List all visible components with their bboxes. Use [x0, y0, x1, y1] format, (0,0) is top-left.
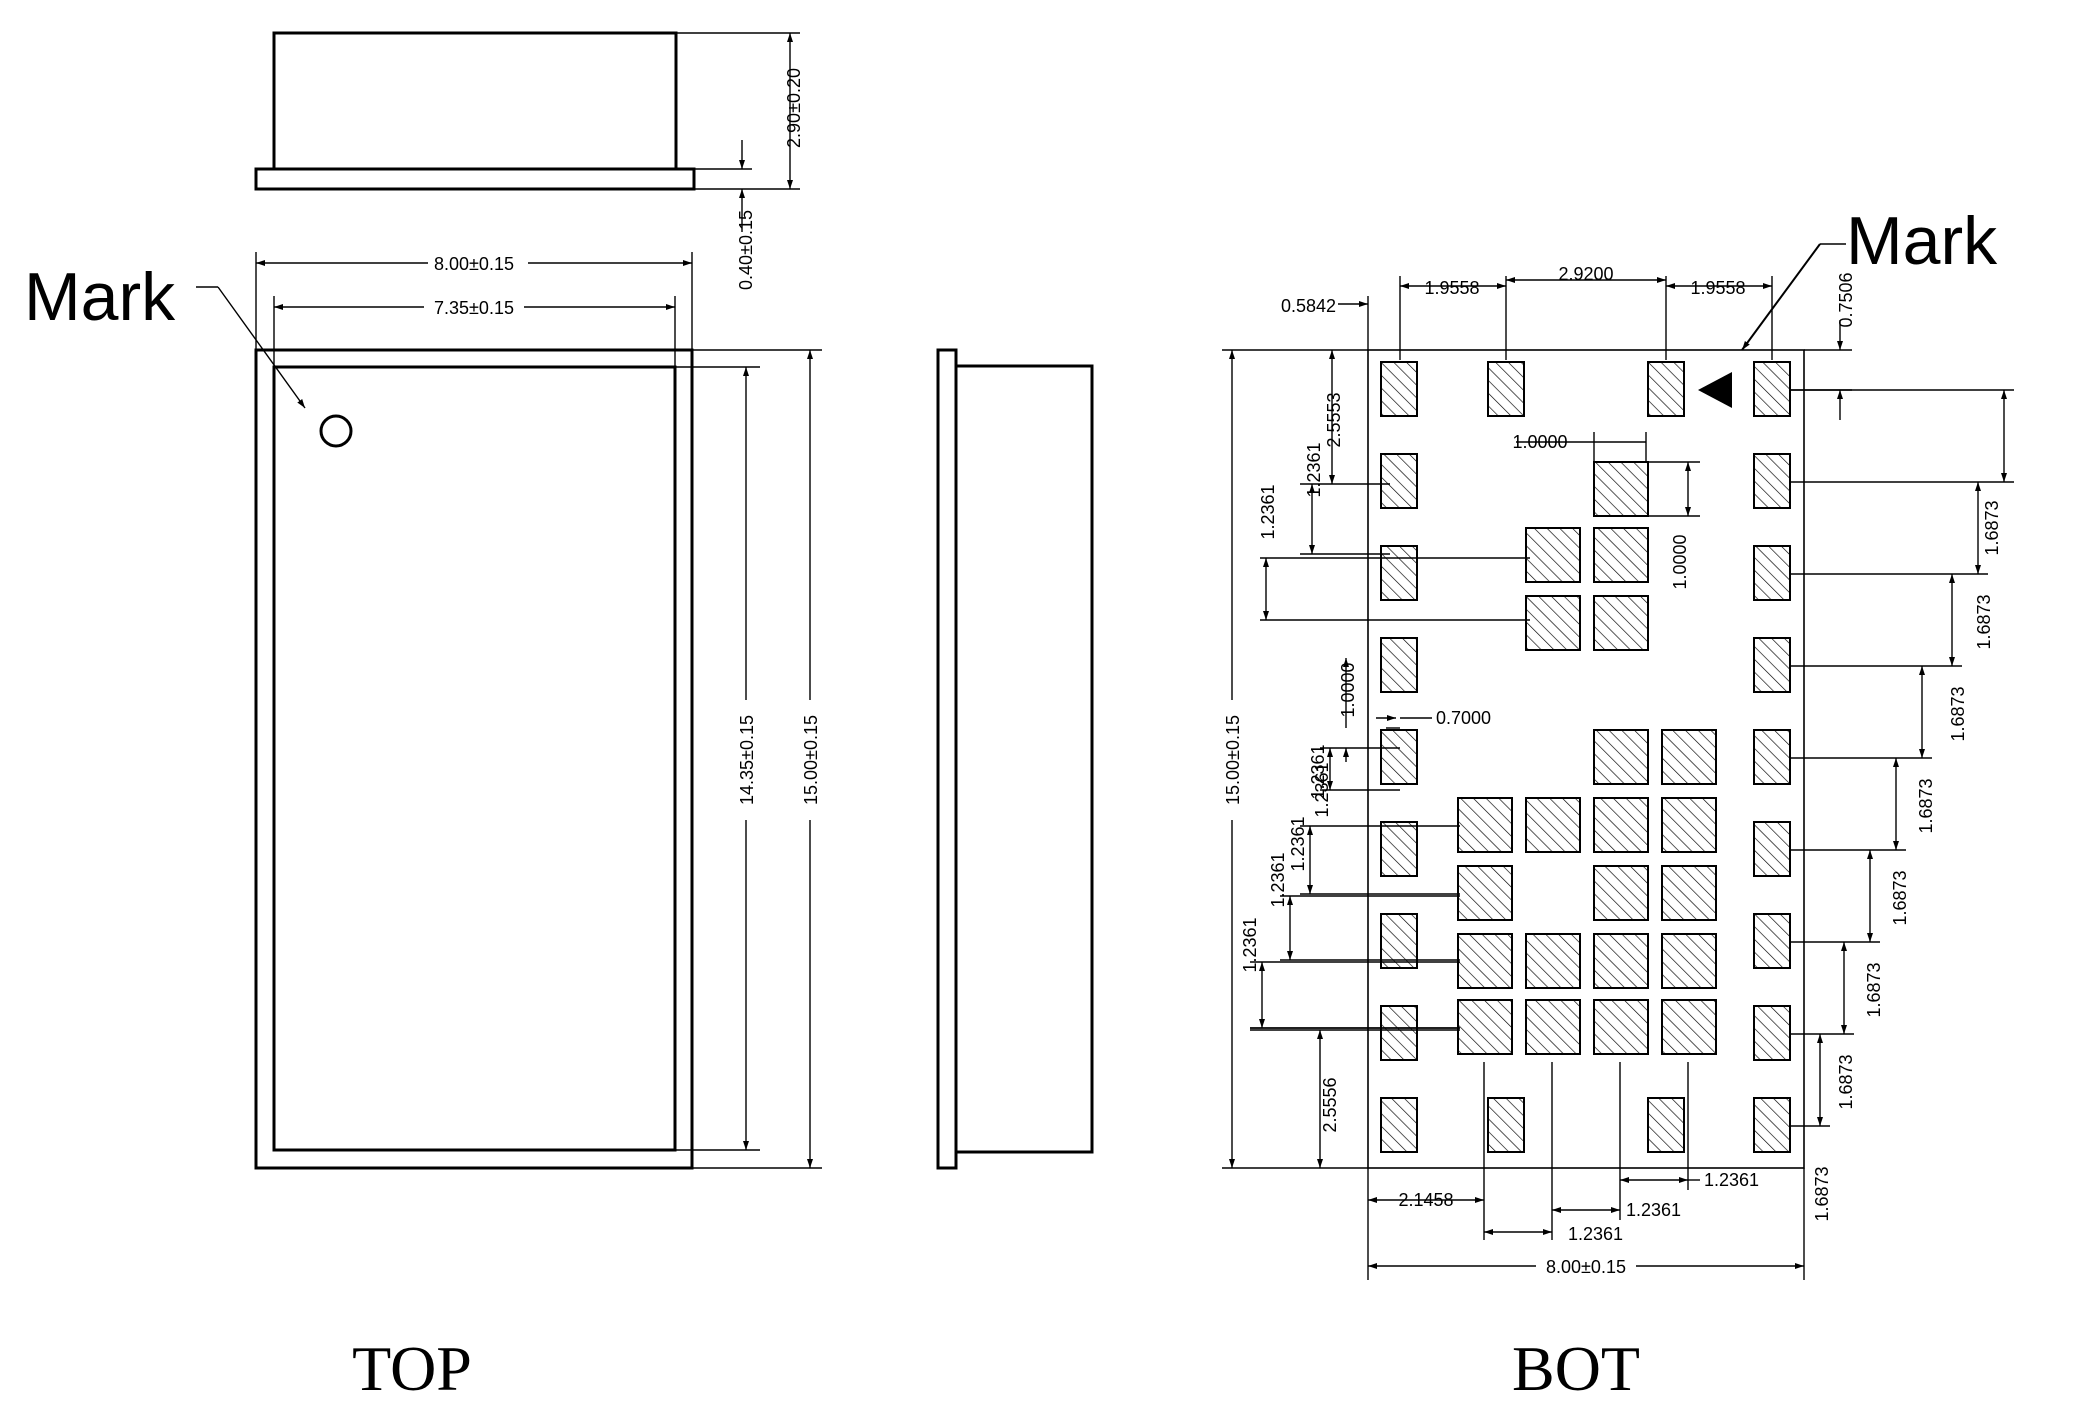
dim-right-pitch-6: 1.6873: [1864, 962, 1884, 1017]
dim-pitch-center: 2.9200: [1558, 264, 1613, 284]
center-pad: [1593, 933, 1649, 989]
center-pad: [1661, 729, 1717, 785]
dim-row-pitch-2: 1.2361: [1258, 484, 1278, 539]
center-pad: [1593, 797, 1649, 853]
edge-pad-left: [1380, 361, 1418, 417]
center-pad: [1593, 999, 1649, 1055]
dim-left-pitch-5: 1.2361: [1240, 917, 1260, 972]
dim-edge-pad-w: 0.7000: [1436, 708, 1491, 728]
edge-pad-right: [1753, 913, 1791, 969]
bottom-view-label: BOT: [1512, 1333, 1640, 1404]
dim-top-offset: 0.7506: [1836, 272, 1856, 327]
dim-right-pitch-7: 1.6873: [1836, 1054, 1856, 1109]
center-pad: [1661, 797, 1717, 853]
edge-pad-left: [1380, 1097, 1418, 1153]
dim-col-pitch-2: 1.2361: [1626, 1200, 1681, 1220]
center-pad: [1457, 865, 1513, 921]
dim-left-pitch-4: 1.2361: [1268, 852, 1288, 907]
dim-first-row: 2.5553: [1324, 392, 1344, 447]
dim-flange: 0.40±0.15: [736, 210, 756, 290]
edge-pad-right: [1753, 361, 1791, 417]
dim-bottom-left: 2.1458: [1398, 1190, 1453, 1210]
edge-pad-top: [1487, 361, 1525, 417]
dim-col-pitch-1: 1.2361: [1568, 1224, 1623, 1244]
center-pad: [1525, 797, 1581, 853]
top-plan-view: [196, 252, 822, 1170]
bottom-mark-label: Mark: [1846, 203, 1998, 279]
center-pad: [1661, 933, 1717, 989]
center-pad: [1593, 461, 1649, 517]
edge-pad-right: [1753, 545, 1791, 601]
edge-pad-left: [1380, 821, 1418, 877]
top-mark-label: Mark: [24, 259, 176, 335]
pin1-mark-circle: [319, 414, 353, 448]
dim-right-pitch-3: 1.6873: [1948, 686, 1968, 741]
dim-right-pitch-2: 1.6873: [1974, 594, 1994, 649]
dim-right-pitch-1: 1.6873: [1982, 500, 2002, 555]
dim-col-pitch-3: 1.2361: [1704, 1170, 1759, 1190]
edge-pad-left: [1380, 545, 1418, 601]
dim-left-offset: 0.5842: [1281, 296, 1336, 316]
dim-overall-length: 15.00±0.15: [1223, 715, 1243, 805]
center-pad: [1593, 527, 1649, 583]
edge-pad-right: [1753, 637, 1791, 693]
dim-right-pitch-8: 1.6873: [1812, 1166, 1832, 1221]
edge-pad-left: [1380, 913, 1418, 969]
dim-outer-width: 8.00±0.15: [434, 254, 514, 274]
center-pad: [1661, 865, 1717, 921]
top-side-elevation: [254, 31, 800, 232]
edge-pad-top: [1647, 361, 1685, 417]
center-pad: [1593, 865, 1649, 921]
dim-bottom-row: 2.5556: [1320, 1077, 1340, 1132]
center-pad: [1525, 999, 1581, 1055]
dim-left-pitch-3: 1.2361: [1288, 816, 1308, 871]
dim-left-pitch-2: 1.2361: [1312, 762, 1332, 817]
dim-left-pitch-1: 1.2361: [1308, 744, 1328, 799]
bottom-view: [1222, 243, 2014, 1280]
center-pad: [1525, 595, 1581, 651]
edge-pad-bottom: [1647, 1097, 1685, 1153]
pad-group: [1380, 361, 1791, 1153]
dim-inner-length: 14.35±0.15: [737, 715, 757, 805]
edge-pad-right: [1753, 1005, 1791, 1061]
edge-pad-left: [1380, 729, 1418, 785]
dim-right-pitch-4: 1.6873: [1916, 778, 1936, 833]
edge-pad-left: [1380, 1005, 1418, 1061]
center-pad: [1457, 933, 1513, 989]
edge-pad-bottom: [1487, 1097, 1525, 1153]
edge-pad-right: [1753, 821, 1791, 877]
center-pad: [1457, 797, 1513, 853]
dim-pitch-b: 1.9558: [1690, 278, 1745, 298]
center-pad: [1525, 933, 1581, 989]
top-end-elevation: [936, 348, 1094, 1170]
dim-overall-width: 8.00±0.15: [1546, 1257, 1626, 1277]
edge-pad-left: [1380, 637, 1418, 693]
center-pad: [1525, 527, 1581, 583]
edge-pad-right: [1753, 453, 1791, 509]
top-view-label: TOP: [352, 1333, 472, 1404]
pin1-triangle: [1698, 372, 1732, 408]
dim-height: 2.90±0.20: [784, 68, 804, 148]
edge-pad-right: [1753, 729, 1791, 785]
edge-pad-left: [1380, 453, 1418, 509]
dim-row-pitch-1: 1.2361: [1304, 442, 1324, 497]
edge-pad-right: [1753, 1097, 1791, 1153]
dim-pad-height: 1.0000: [1670, 534, 1690, 589]
dim-pad-size: 1.0000: [1512, 432, 1567, 452]
dim-edge-pad-h: 1.0000: [1338, 662, 1358, 717]
center-pad: [1593, 595, 1649, 651]
dim-outer-length: 15.00±0.15: [801, 715, 821, 805]
right-dimension-lines: [1790, 389, 2014, 1127]
center-pad: [1593, 729, 1649, 785]
dim-inner-width: 7.35±0.15: [434, 298, 514, 318]
dim-pitch-a: 1.9558: [1424, 278, 1479, 298]
dim-right-pitch-5: 1.6873: [1890, 870, 1910, 925]
center-pad: [1661, 999, 1717, 1055]
center-pad: [1457, 999, 1513, 1055]
